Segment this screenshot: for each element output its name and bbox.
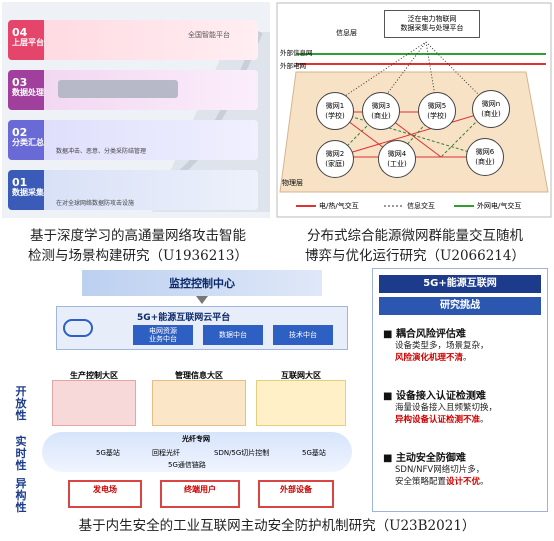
- microgrid-node: 微网n(商业): [472, 90, 510, 128]
- microgrid-node: 微网3(商业): [362, 92, 400, 130]
- microgrid-node: 微网2(家庭): [316, 140, 354, 178]
- cloud-item: 数据中台: [203, 325, 263, 345]
- layer-num: 02: [12, 126, 28, 139]
- bottom-device: 发电场: [68, 480, 142, 508]
- net-label: 光纤专网: [182, 435, 210, 443]
- side-label-realtime: 实时性: [15, 435, 27, 472]
- data-platform-box: 泛在电力物联网 数据采集与处理平台: [384, 10, 480, 38]
- internet-zone: [256, 380, 346, 426]
- physical-layer-label: 物理层: [282, 179, 303, 187]
- layer-num: 01: [12, 176, 28, 189]
- microgrid-node: 微网4(工业): [378, 140, 416, 178]
- challenge-item: ■ 设备接入认证检测难 海量设备接入且频繁切换，异构设备认证检测不准。: [383, 391, 498, 425]
- legend-info: 信息交互: [407, 202, 435, 210]
- microgrid-node: 微网5(学校): [418, 92, 456, 130]
- layer-name: 分类汇总: [12, 138, 44, 147]
- production-zone: [52, 380, 136, 426]
- layer1-desc: 在对全球网络数据防攻击设施: [56, 200, 135, 207]
- bottom-device: 终端用户: [160, 480, 240, 508]
- info-layer-label: 信息层: [336, 29, 357, 37]
- industrial-internet-diagram: 监控控制中心 5G+能源互联网云平台 电网资源 业务中台 数据中台 技术中台 开…: [12, 266, 354, 514]
- caption-1: 基于深度学习的高通量网络攻击智能检测与场景构建研究（U1936213）: [27, 228, 248, 264]
- microgrid-node: 微网1(学校): [316, 92, 354, 130]
- arrow-down-icon: [196, 296, 208, 304]
- zone-label: 生产控制大区: [70, 371, 118, 380]
- side-label-heterogeneity: 异构性: [15, 477, 27, 514]
- server-rack-graphic: [58, 80, 178, 98]
- bottom-device: 外部设备: [258, 480, 334, 508]
- layer-name: 上层平台: [12, 38, 44, 47]
- layer2-desc: 数据冲击、恶意、分类采防结管理: [56, 148, 147, 155]
- cloud-item: 电网资源 业务中台: [133, 325, 193, 345]
- cloud-item: 技术中台: [273, 325, 333, 345]
- caption-2: 分布式综合能源微网群能量交互随机博弈与优化运行研究（U2066214）: [304, 228, 525, 264]
- microgrid-node: 微网6(商业): [466, 138, 504, 176]
- microgrid-diagram: 泛在电力物联网 数据采集与处理平台 信息层 外部信息网 外部电网 物理层 微网1…: [276, 2, 552, 218]
- zone-label: 互联网大区: [281, 371, 321, 380]
- cloud-title: 5G+能源互联网云平台: [137, 313, 231, 323]
- net-label: 5G通信链路: [168, 461, 206, 469]
- cloud-platform-box: 5G+能源互联网云平台 电网资源 业务中台 数据中台 技术中台: [56, 306, 348, 350]
- control-center-box: 监控控制中心: [82, 270, 322, 296]
- cloud-icon: [63, 319, 93, 337]
- platform-label: 全国智能平台: [188, 31, 230, 39]
- layer-name: 数据采集: [12, 188, 44, 197]
- network-band: 光纤专网 5G基站 回程光纤 SDN/5G切片控制 5G基站 5G通信链路: [42, 432, 352, 472]
- challenge-item: ■ 主动安全防御难 SDN/NFV网络切片多，安全策略配置设计不优。: [383, 453, 489, 487]
- net-label: 回程光纤: [152, 449, 180, 457]
- net-label: SDN/5G切片控制: [214, 449, 270, 457]
- net-label: 5G基站: [302, 449, 326, 457]
- zone-label: 管理信息大区: [175, 371, 223, 380]
- ext-grid-label: 外部电网: [280, 62, 306, 70]
- layer-num: 04: [12, 26, 28, 39]
- legend-energy: 电/热/气交互: [319, 202, 359, 210]
- caption-3: 基于内生安全的工业互联网主动安全防护机制研究（U23B2021）: [78, 518, 476, 534]
- layer-name: 数据处理: [12, 88, 44, 97]
- challenges-header: 5G+能源互联网: [379, 275, 541, 293]
- management-zone: [152, 380, 246, 426]
- challenges-panel: 5G+能源互联网 研究挑战 ■ 耦合风险评估难 设备类型多，场景复杂，风险演化机…: [372, 268, 548, 512]
- ext-info-label: 外部信息网: [280, 49, 313, 57]
- side-label-openness: 开放性: [15, 385, 27, 422]
- layer-num: 03: [12, 76, 28, 89]
- net-label: 5G基站: [96, 449, 120, 457]
- legend-external: 外网电/气交互: [477, 202, 522, 210]
- challenge-item: ■ 耦合风险评估难 设备类型多，场景复杂，风险演化机理不清。: [383, 329, 489, 363]
- challenges-subheader: 研究挑战: [379, 297, 541, 315]
